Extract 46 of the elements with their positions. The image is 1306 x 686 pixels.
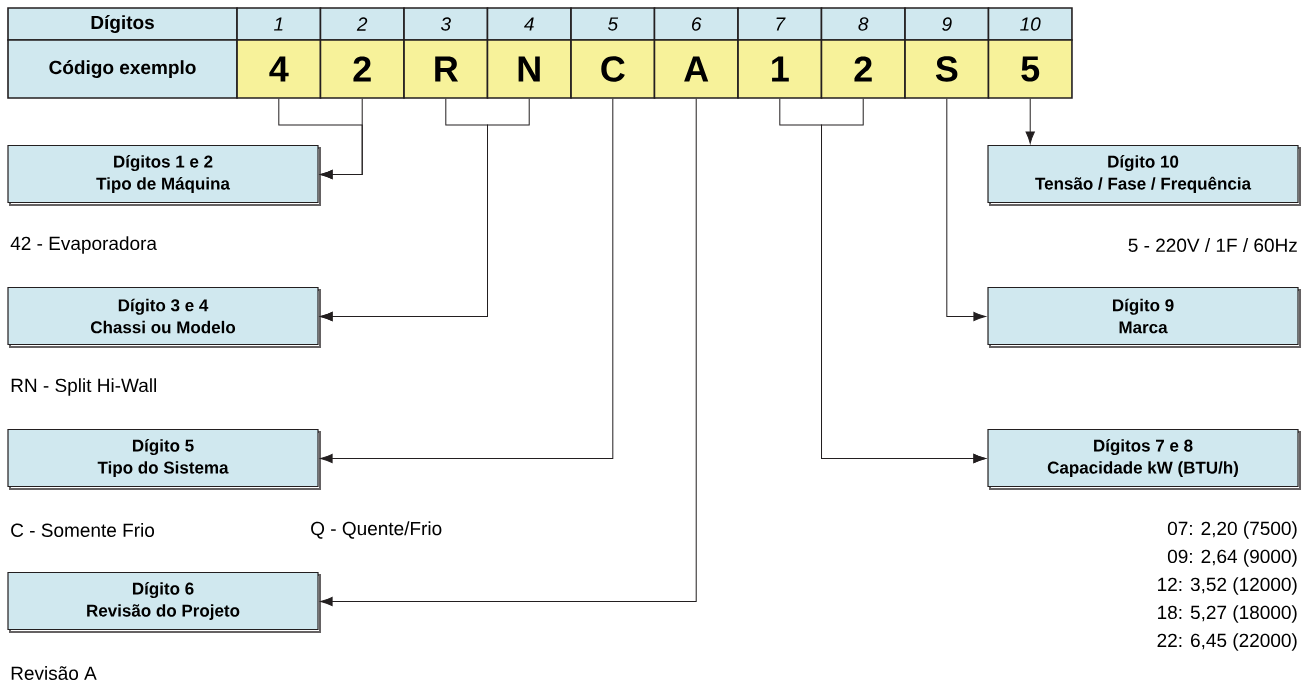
table-cell: 9 [904,7,990,41]
value-text: RN - Split Hi-Wall [11,378,156,396]
value-text: 09: 2,64 (9000) [1167,549,1297,567]
connector-arrow [320,98,697,607]
value-text: 42 - Evaporadora [10,236,157,254]
table-cell: Código exemplo [7,39,238,99]
code-cell: 5 [987,39,1073,99]
table-cell: 7 [737,7,823,41]
table-cell: 1 [236,7,322,41]
connector-arrow [320,98,363,180]
connector-arrow [320,98,530,322]
code-cell: N [486,39,572,99]
info-box: Dígito 3 e 4 Chassi ou Modelo [7,286,321,348]
value-text: 5 - 220V / 1F / 60Hz [1128,238,1297,252]
connector-arrow [946,98,986,322]
code-cell: R [403,39,489,99]
code-cell: 2 [319,39,405,99]
table-cell: 3 [403,7,489,41]
code-cell: C [570,39,656,99]
code-cell: A [653,39,739,99]
connector-arrow [1025,98,1035,144]
info-box: Dígitos 7 e 8 Capacidade kW (BTU/h) [987,428,1301,490]
connector-arrow [320,98,614,464]
table-cell: 2 [319,7,405,41]
info-box: Dígito 10 Tensão / Fase / Frequência [987,144,1301,206]
value-text: Revisão A [11,666,97,680]
value-text: 22: 6,45 (22000) [1157,633,1297,651]
code-cell: 2 [820,39,906,99]
info-box: Dígito 6 Revisão do Projeto [7,571,321,633]
code-cell: 1 [737,39,823,99]
value-text: Q - Quente/Frio [311,521,442,539]
value-text: 18: 5,27 (18000) [1158,605,1297,623]
info-box: Dígitos 1 e 2 Tipo de Máquina [7,144,321,206]
table-cell: 6 [653,7,739,41]
value-text: 12: 3,52 (12000) [1158,577,1297,595]
value-text: 07: 2,20 (7500) [1167,521,1297,539]
table-cell: 4 [486,7,572,41]
code-cell: S [904,39,990,99]
info-box: Dígito 5 Tipo do Sistema [7,428,321,490]
table-cell: 5 [570,7,656,41]
code-cell: 4 [236,39,322,99]
connector-arrow [821,98,986,464]
table-cell: 10 [987,7,1073,41]
table-cell: 8 [820,7,906,41]
info-box: Dígito 9 Marca [987,286,1301,348]
value-text: C - Somente Frio [11,523,155,537]
